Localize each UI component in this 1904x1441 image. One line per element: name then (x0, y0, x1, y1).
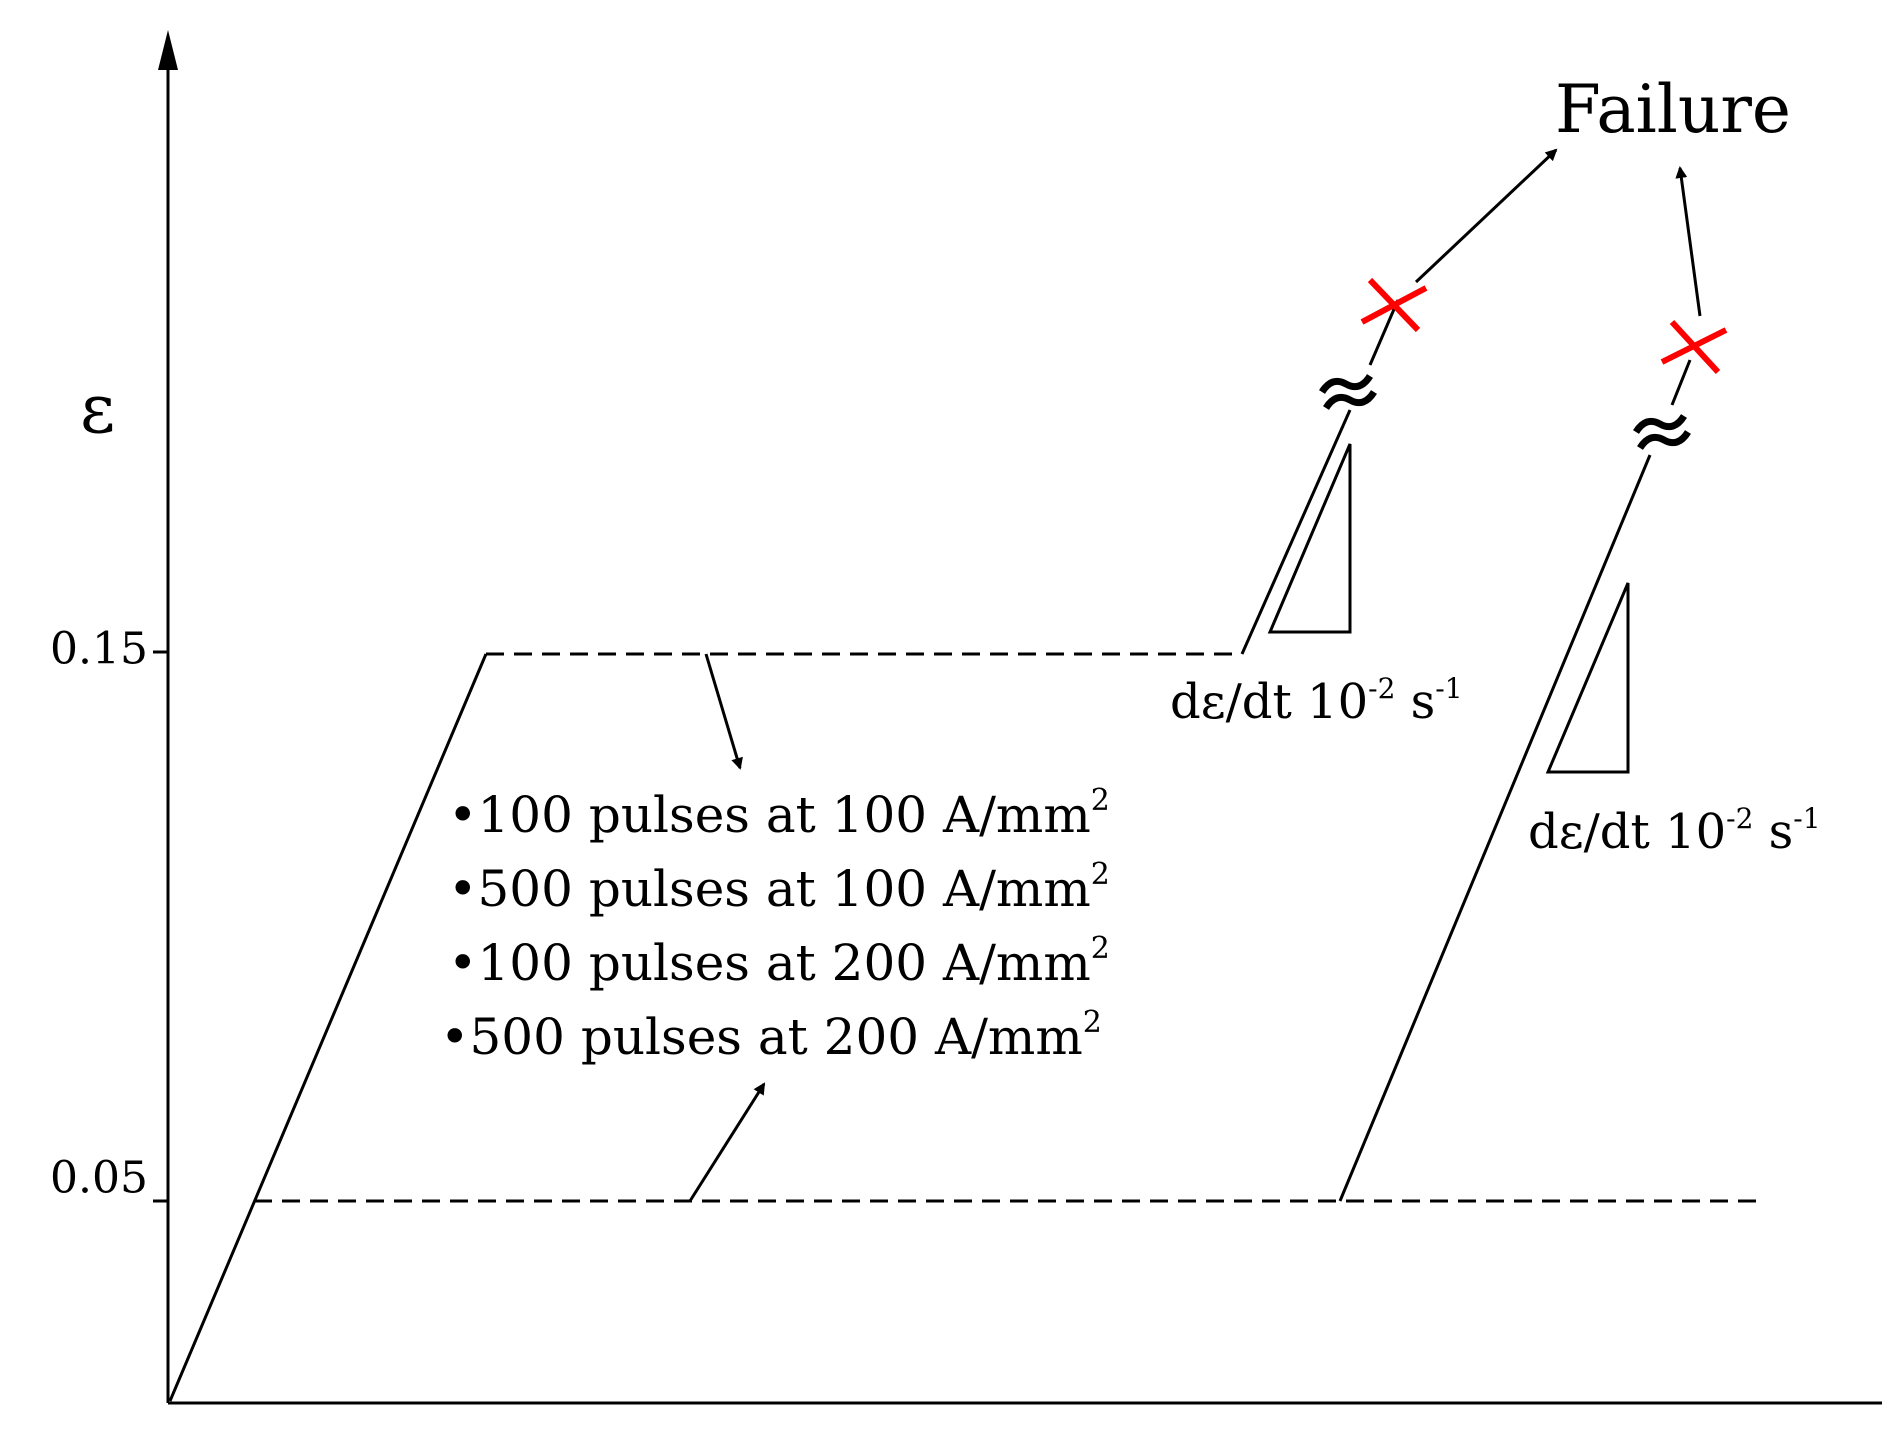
axis-break-icon (1633, 414, 1691, 450)
treatment-item: •100 pulses at 100 A/mm2 (448, 783, 1110, 844)
treatment-bullet: • (448, 860, 478, 918)
rate-label-left-exp2: -1 (1435, 672, 1462, 705)
treatment-item: •500 pulses at 100 A/mm2 (448, 857, 1110, 918)
reload-line-continuation-upper (1368, 299, 1400, 366)
treatment-sup: 2 (1091, 783, 1110, 818)
failure-label: Failure (1555, 71, 1791, 148)
failure-arrow-right (1675, 166, 1702, 317)
rate-label-right-text: dε/dt 10 (1528, 804, 1726, 860)
rate-label-left-text: dε/dt 10 (1170, 674, 1368, 730)
rate-label-right: dε/dt 10-2 s-1 (1528, 802, 1821, 860)
slope-triangle-left (1267, 443, 1352, 634)
red-cross-icon (1360, 277, 1428, 333)
rate-label-right-exp1: -2 (1726, 802, 1753, 835)
treatment-text: 100 pulses at 100 A/mm (478, 786, 1091, 844)
reload-line-continuation-right (1670, 359, 1692, 406)
treatment-text: 100 pulses at 200 A/mm (478, 934, 1091, 992)
tick-label-0-05: 0.05 (50, 1153, 148, 1204)
treatment-text: 500 pulses at 100 A/mm (478, 860, 1091, 918)
arrow-from-0-15-to-list (704, 653, 743, 770)
treatment-item: •500 pulses at 200 A/mm2 (440, 1005, 1102, 1066)
failure-arrow-left (1414, 148, 1558, 284)
tick-label-0-15: 0.15 (50, 624, 148, 675)
treatment-sup: 2 (1091, 931, 1110, 966)
rate-label-left-unit: s (1395, 674, 1435, 730)
treatment-bullet: • (448, 934, 478, 992)
slope-triangle-right (1545, 582, 1630, 774)
rate-label-right-exp2: -1 (1793, 802, 1820, 835)
y-axis-arrow-icon (158, 30, 178, 70)
treatment-bullet: • (440, 1008, 470, 1066)
treatment-list: •100 pulses at 100 A/mm2 •500 pulses at … (440, 783, 1110, 1066)
axis-break-icon (1319, 374, 1377, 410)
red-cross-icon (1660, 319, 1728, 375)
rate-label-right-unit: s (1753, 804, 1793, 860)
reload-line-from-0-15 (1240, 409, 1352, 655)
treatment-sup: 2 (1091, 857, 1110, 892)
treatment-sup: 2 (1083, 1005, 1102, 1040)
rate-label-left-exp1: -2 (1368, 672, 1395, 705)
treatment-bullet: • (448, 786, 478, 844)
loading-line-to-0-15 (168, 653, 488, 1402)
arrow-from-0-05-to-list (688, 1082, 766, 1202)
rate-label-left: dε/dt 10-2 s-1 (1170, 672, 1463, 730)
treatment-text: 500 pulses at 200 A/mm (470, 1008, 1083, 1066)
reload-line-from-0-05 (1338, 454, 1652, 1202)
y-axis-symbol: ε (80, 370, 115, 449)
treatment-item: •100 pulses at 200 A/mm2 (448, 931, 1110, 992)
